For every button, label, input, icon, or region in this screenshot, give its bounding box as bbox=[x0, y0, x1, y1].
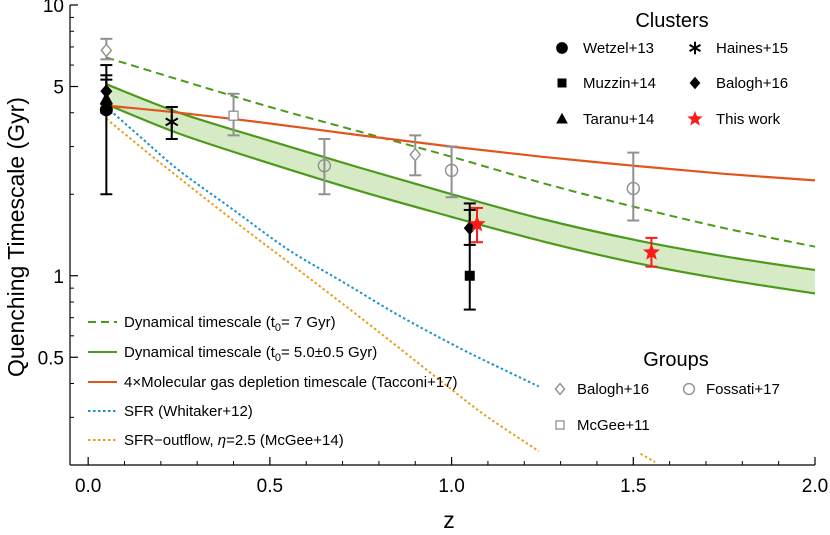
x-tick-label: 0.5 bbox=[257, 476, 283, 497]
clusters-legend-marker-2 bbox=[557, 78, 567, 88]
plot-area bbox=[105, 56, 816, 463]
square-marker bbox=[464, 270, 475, 281]
open-square-marker bbox=[555, 420, 565, 430]
red-star-marker bbox=[642, 243, 660, 260]
y-tick-label: 1 bbox=[53, 267, 64, 288]
circle-marker bbox=[556, 42, 568, 54]
red-star-marker bbox=[687, 110, 703, 126]
y-tick-label: 5 bbox=[53, 78, 64, 99]
cluster-5-point-1 bbox=[642, 243, 660, 260]
open-diamond-marker bbox=[554, 382, 566, 396]
clusters-legend-marker-3 bbox=[689, 76, 701, 90]
clusters-legend-marker-1 bbox=[689, 41, 701, 55]
x-axis-title: z bbox=[443, 507, 455, 533]
group-2-point-0 bbox=[228, 110, 239, 121]
cluster-4-point-0 bbox=[99, 91, 113, 104]
star-arm bbox=[689, 43, 701, 53]
cluster-5-point-0 bbox=[468, 215, 486, 232]
open-circle-marker bbox=[317, 158, 332, 173]
diamond-marker bbox=[689, 76, 701, 90]
clusters-legend-label-3: Balogh+16 bbox=[716, 75, 788, 92]
clusters-legend-label-4: Taranu+14 bbox=[583, 111, 654, 128]
open-circle-marker bbox=[626, 181, 640, 196]
groups-legend-marker-0 bbox=[554, 382, 566, 396]
cluster-2-point-0 bbox=[464, 270, 475, 281]
y-axis-title: Quenching Timescale (Gyr) bbox=[3, 97, 29, 377]
legend-label-4: SFR−outflow, η=2.5 (McGee+14) bbox=[124, 432, 344, 449]
clusters-legend-label-2: Muzzin+14 bbox=[583, 75, 656, 92]
x-tick-label: 2.0 bbox=[802, 476, 828, 497]
clusters-legend-title: Clusters bbox=[635, 10, 708, 32]
curve-4-tail bbox=[640, 452, 656, 463]
curve-0 bbox=[106, 56, 816, 248]
y-tick-label: 10 bbox=[43, 0, 64, 17]
clusters-legend-marker-0 bbox=[556, 42, 568, 54]
group-1-errorbar-1 bbox=[445, 145, 458, 199]
open-diamond-marker bbox=[409, 147, 422, 162]
star-arm bbox=[165, 117, 179, 127]
groups-legend-marker-2 bbox=[555, 420, 565, 430]
group-1-errorbar-2 bbox=[627, 151, 640, 222]
open-square-marker bbox=[228, 110, 239, 121]
groups-legend-label-2: McGee+11 bbox=[577, 417, 650, 434]
data-marks bbox=[99, 37, 660, 311]
open-circle-marker bbox=[682, 382, 696, 396]
x-tick-label: 1.0 bbox=[438, 476, 464, 497]
cluster-1-point-0 bbox=[165, 114, 179, 129]
x-tick-label: 1.5 bbox=[620, 476, 646, 497]
curve-1-lower bbox=[105, 103, 816, 295]
curve-4 bbox=[105, 118, 540, 453]
clusters-legend-label-1: Haines+15 bbox=[716, 40, 788, 57]
groups-legend-marker-1 bbox=[682, 382, 696, 396]
triangle-marker bbox=[556, 112, 568, 124]
legend-label-2: 4×Molecular gas depletion timescale (Tac… bbox=[124, 374, 458, 391]
legend-label-1: Dynamical timescale (t0= 5.0±0.5 Gyr) bbox=[124, 344, 377, 364]
curve-1-upper bbox=[105, 83, 816, 272]
clusters-legend-label-5: This work bbox=[716, 111, 781, 128]
y-tick-label: 0.5 bbox=[38, 348, 64, 369]
groups-legend-label-0: Balogh+16 bbox=[577, 381, 649, 398]
legend-label-0: Dynamical timescale (t0= 7 Gyr) bbox=[124, 314, 336, 334]
group-0-point-1 bbox=[409, 147, 422, 162]
axes: 0.0 0.5 1.0 1.5 2.0 0.5 1 5 10 bbox=[38, 0, 829, 497]
clusters-legend-marker-5 bbox=[687, 110, 703, 126]
clusters-legend-marker-4 bbox=[556, 112, 568, 124]
red-star-marker bbox=[468, 215, 486, 232]
x-tick-label: 0.0 bbox=[75, 476, 101, 497]
groups-legend-title: Groups bbox=[643, 349, 709, 371]
groups-legend-label-1: Fossati+17 bbox=[706, 381, 780, 398]
clusters-legend-label-0: Wetzel+13 bbox=[583, 40, 654, 57]
group-1-point-2 bbox=[626, 181, 640, 196]
legend: Dynamical timescale (t0= 7 Gyr) Dynamical… bbox=[88, 10, 788, 449]
open-circle-marker bbox=[444, 163, 459, 178]
legend-label-3: SFR (Whitaker+12) bbox=[124, 403, 253, 420]
group-0-point-0 bbox=[100, 43, 113, 58]
curve-3 bbox=[105, 106, 540, 388]
triangle-marker bbox=[99, 91, 113, 104]
group-1-errorbar-0 bbox=[318, 137, 331, 196]
group-1-point-1 bbox=[444, 163, 459, 178]
cluster-4-errorbar-0 bbox=[100, 64, 113, 114]
square-marker bbox=[557, 78, 567, 88]
group-1-point-0 bbox=[317, 158, 332, 173]
open-diamond-marker bbox=[100, 43, 113, 58]
